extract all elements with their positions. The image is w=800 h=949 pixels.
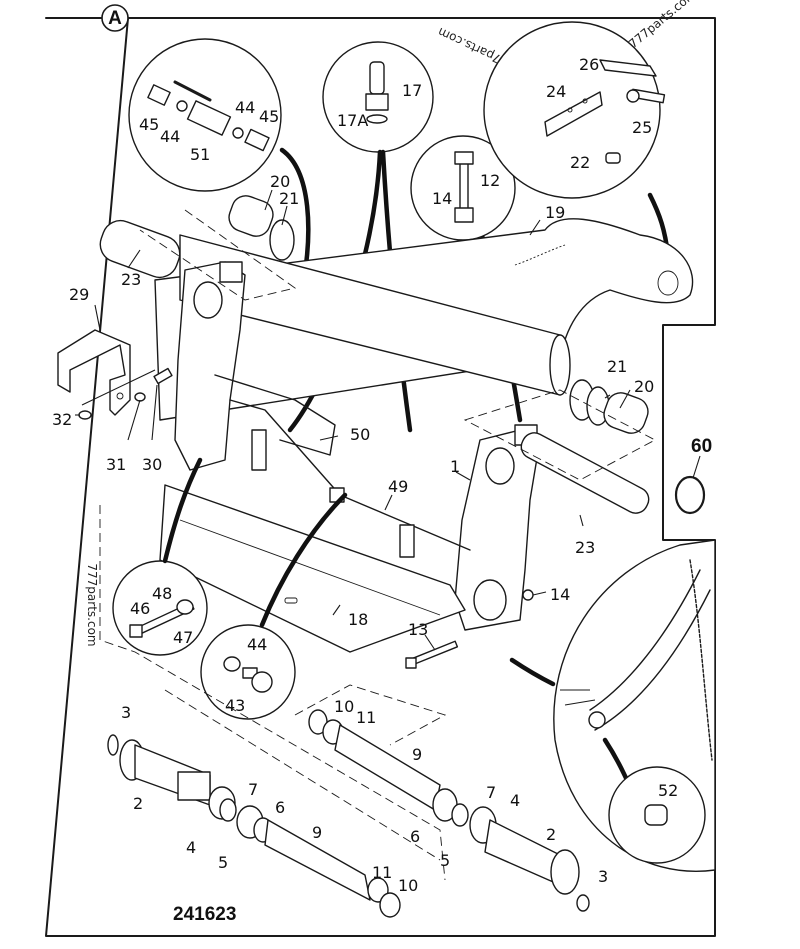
watermark-left: 777parts.com	[85, 563, 99, 646]
callout-52: 52	[658, 781, 678, 800]
callout-32: 32	[52, 410, 72, 429]
callout-6: 6	[410, 827, 420, 846]
callout-24: 24	[546, 82, 566, 101]
callout-17: 17	[402, 81, 422, 100]
callout-31: 31	[106, 455, 126, 474]
left-pin-assembly	[107, 734, 401, 918]
callout-21: 21	[607, 357, 627, 376]
callout-2: 2	[133, 794, 143, 813]
alignment-dash-left	[139, 209, 297, 301]
callout-44: 44	[235, 98, 255, 117]
callout-7: 7	[248, 780, 258, 799]
callout-9: 9	[412, 745, 422, 764]
inset-adapter-43	[200, 492, 348, 720]
right-pivot-pin	[520, 432, 650, 514]
alignment-dash-bottom	[294, 684, 447, 746]
frame-border	[45, 17, 716, 937]
callout-5: 5	[218, 853, 228, 872]
callout-47: 47	[173, 628, 193, 647]
inset-bolt-46	[112, 457, 208, 656]
callout-5: 5	[440, 851, 450, 870]
grease-pipes	[214, 374, 471, 558]
callout-18: 18	[348, 610, 368, 629]
leader-lines	[75, 189, 701, 651]
inset-bolt-nut	[410, 135, 523, 423]
callout-9: 9	[312, 823, 322, 842]
callout-13: 13	[408, 620, 428, 639]
view-reference-marker: A	[101, 4, 129, 32]
callout-44: 44	[160, 127, 180, 146]
callout-labels: 45 44 51 44 45 17 17A 26 24 25 22 12 14 …	[52, 55, 712, 895]
callout-4: 4	[186, 838, 196, 857]
middle-pin-assembly	[308, 709, 590, 912]
inset-plug-52	[608, 766, 706, 864]
callout-26: 26	[579, 55, 599, 74]
watermark-top-right: 777parts.com	[626, 0, 699, 51]
callout-43: 43	[225, 696, 245, 715]
callout-45: 45	[259, 107, 279, 126]
callout-20: 20	[270, 172, 290, 191]
callout-7: 7	[486, 783, 496, 802]
callout-23: 23	[121, 270, 141, 289]
callout-3: 3	[598, 867, 608, 886]
seal-ring-60	[674, 475, 706, 515]
right-bush-pair	[569, 379, 649, 434]
callout-51: 51	[190, 145, 210, 164]
left-bush-pair	[99, 195, 295, 279]
callout-3: 3	[121, 703, 131, 722]
callout-23: 23	[575, 538, 595, 557]
inset-ball-valve	[128, 38, 311, 303]
callout-29: 29	[69, 285, 89, 304]
guard-plate	[159, 484, 466, 653]
callout-14: 14	[550, 585, 570, 604]
callout-25: 25	[632, 118, 652, 137]
callout-22: 22	[570, 153, 590, 172]
bolt-13	[405, 589, 534, 669]
callout-48: 48	[152, 584, 172, 603]
callout-11: 11	[356, 708, 376, 727]
callout-1: 1	[450, 457, 460, 476]
callout-19: 19	[545, 203, 565, 222]
callout-44: 44	[247, 635, 267, 654]
callout-17a: 17A	[337, 111, 368, 130]
callout-10: 10	[334, 697, 354, 716]
callout-49: 49	[388, 477, 408, 496]
callout-45: 45	[139, 115, 159, 134]
callout-12: 12	[480, 171, 500, 190]
callout-10: 10	[398, 876, 418, 895]
alignment-dash-lower	[99, 505, 446, 881]
callout-11: 11	[372, 863, 392, 882]
callout-6: 6	[275, 798, 285, 817]
left-bracket	[174, 261, 246, 471]
callout-30: 30	[142, 455, 162, 474]
callout-60: 60	[691, 436, 712, 457]
bracket-29	[57, 329, 173, 420]
callout-21: 21	[279, 189, 299, 208]
alignment-dash-mid	[164, 689, 441, 861]
drawing-number: 241623	[173, 904, 236, 925]
callout-50: 50	[350, 425, 370, 444]
cross-tube	[179, 234, 571, 396]
callout-14: 14	[432, 189, 452, 208]
view-reference-label: A	[108, 8, 122, 29]
callout-4: 4	[510, 791, 520, 810]
callout-46: 46	[130, 599, 150, 618]
callout-2: 2	[546, 825, 556, 844]
callout-20: 20	[634, 377, 654, 396]
